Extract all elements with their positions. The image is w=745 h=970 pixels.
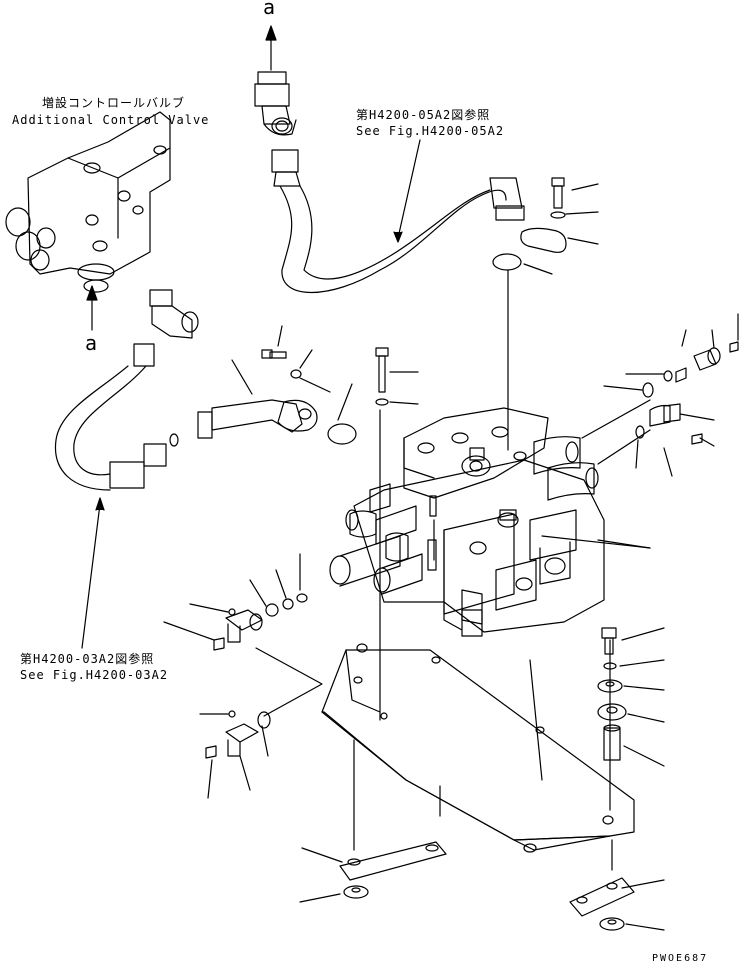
bolt-clamp-top-right (493, 178, 598, 450)
marker-arrow-left (87, 286, 97, 330)
small-bolts-center (262, 326, 352, 420)
drawing-code: PWOE687 (652, 953, 709, 964)
long-bolt-center (376, 348, 418, 720)
bracket-hardware-right (598, 628, 664, 766)
label-additional-valve-en: Additional Control Valve (12, 113, 210, 127)
pipe-with-flange (170, 360, 356, 446)
marker-arrow-top (266, 26, 276, 70)
label-additional-valve-jp: 増設コントロールバルブ (42, 96, 186, 110)
lower-left-fittings (200, 648, 322, 798)
mounting-bracket (322, 644, 634, 870)
leader-ref-05 (394, 140, 420, 242)
marker-label-top: a (263, 0, 276, 19)
upper-hose (272, 150, 524, 293)
label-ref-05-jp: 第H4200-05A2図参照 (356, 108, 491, 122)
main-control-valve (330, 400, 650, 636)
additional-control-valve (6, 112, 170, 292)
leader-lines-misc (542, 536, 650, 810)
elbow-fitting-top (255, 72, 296, 135)
lower-left-hose (55, 344, 166, 490)
label-ref-03-en: See Fig.H4200-03A2 (20, 668, 169, 682)
label-ref-05-en: See Fig.H4200-05A2 (356, 124, 505, 138)
right-fittings (604, 314, 738, 476)
bottom-plates (300, 842, 664, 930)
left-elbow-fittings (164, 554, 307, 650)
valve-elbow-fitting (150, 290, 198, 338)
leader-ref-03 (82, 498, 104, 648)
marker-label-left: a (85, 331, 98, 355)
label-ref-03-jp: 第H4200-03A2図参照 (20, 652, 155, 666)
